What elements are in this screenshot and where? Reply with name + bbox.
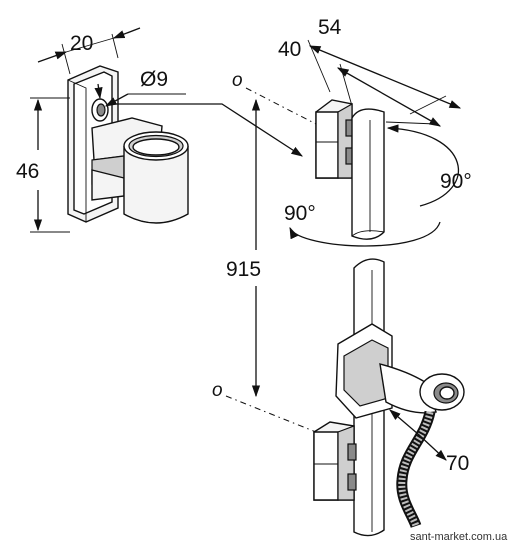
dim-label-54: 54 [318, 16, 342, 39]
dim-rail-length: 915 [226, 98, 261, 398]
sliding-holder [335, 323, 465, 419]
rotation-arrow-lower: 90° [284, 202, 441, 247]
rotation-arrow-upper: 90° [386, 124, 472, 207]
axis-line-top [245, 87, 317, 125]
axis-line-bottom [225, 395, 317, 433]
dim-label-40: 40 [278, 38, 301, 61]
dim-label-70: 70 [446, 452, 469, 475]
dim-bracket-height: 46 [16, 97, 70, 233]
dim-hole-diameter: Ø9 [94, 68, 186, 107]
dim-label-915: 915 [226, 258, 261, 281]
rotation-label-lower: 90° [284, 202, 316, 225]
axis-symbol-bottom: o [212, 380, 223, 401]
rotation-label-upper: 90° [440, 170, 472, 193]
watermark: sant-market.com.ua [410, 531, 508, 543]
shower-hose [396, 410, 436, 529]
dim-label-46: 46 [16, 160, 39, 183]
dim-depth: 54 40 [278, 16, 462, 127]
dim-bracket-width: 20 [37, 27, 141, 75]
dim-label-d9: Ø9 [140, 68, 168, 91]
dim-holder-offset: 70 [389, 409, 469, 475]
dim-label-20: 20 [70, 32, 93, 55]
upper-mount-block [315, 99, 355, 179]
leader-detail-arrow [110, 103, 303, 157]
axis-symbol-top: o [232, 70, 243, 91]
wall-bracket-detail [67, 65, 189, 224]
lower-mount-block [313, 421, 357, 501]
rail-upper [351, 108, 385, 240]
